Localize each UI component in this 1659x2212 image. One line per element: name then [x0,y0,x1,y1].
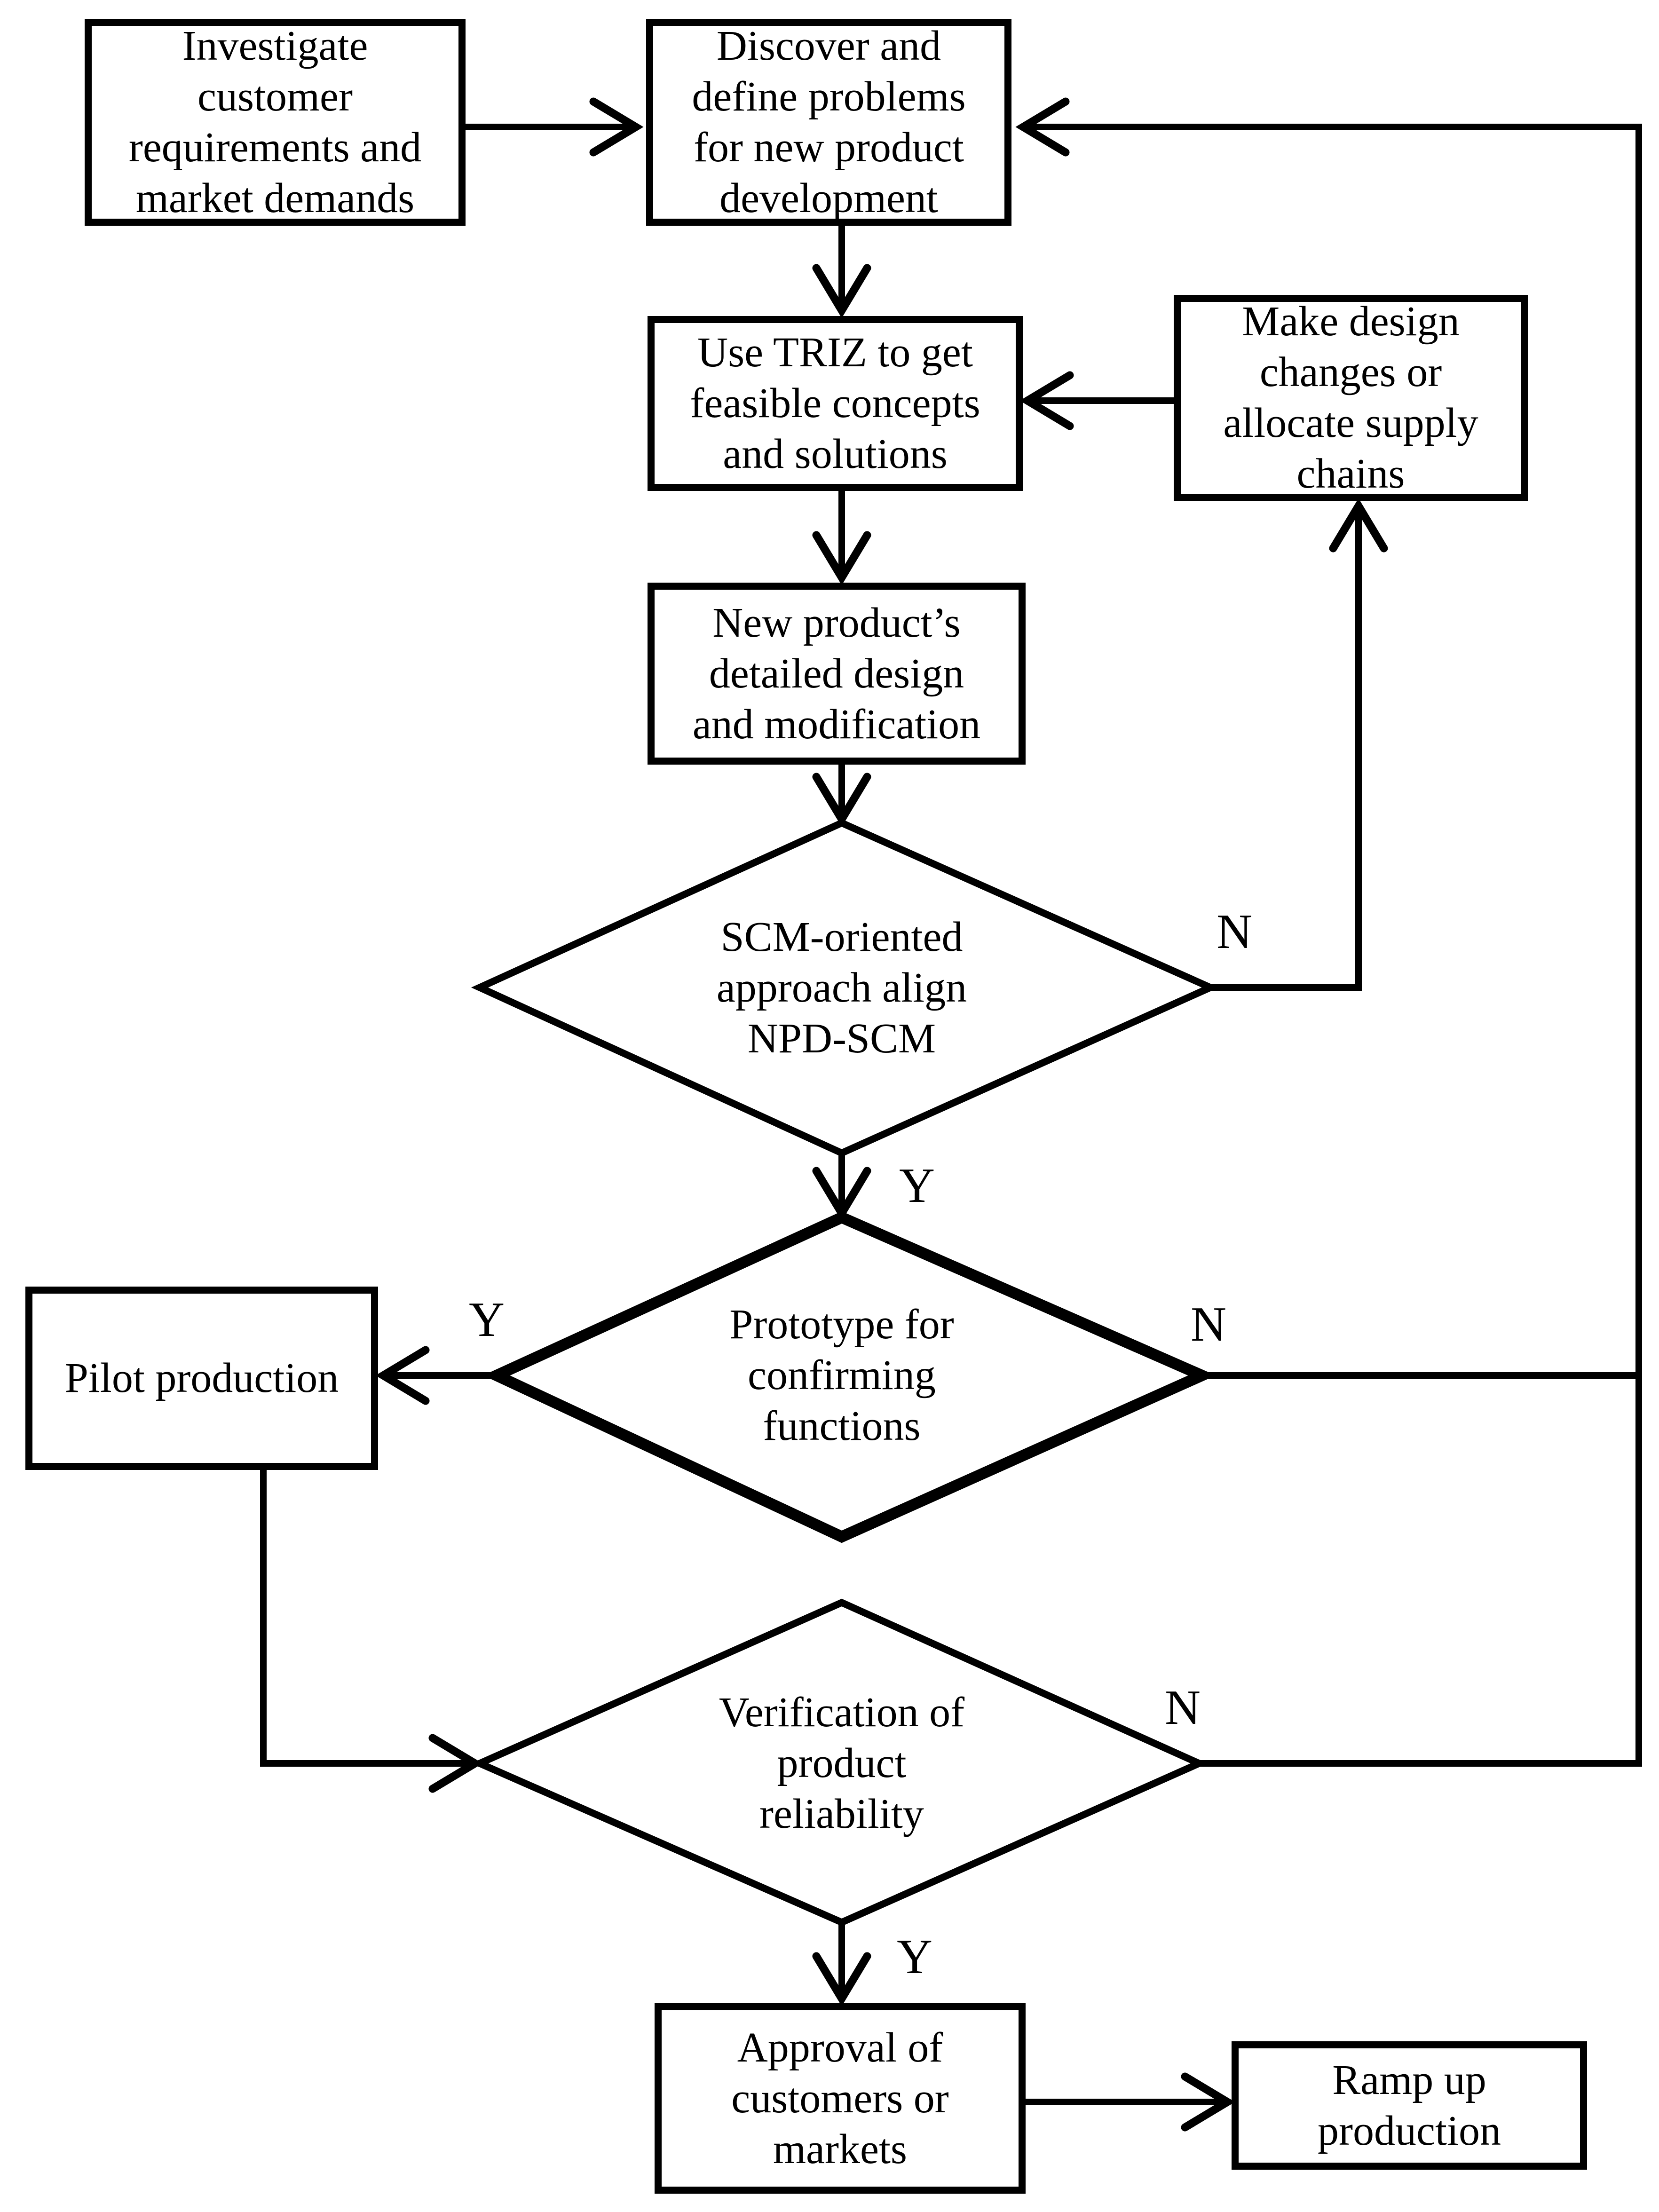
node-discover-define-problems: Discover and define problems for new pro… [646,19,1011,226]
prototype-decision-diamond [483,1211,1216,1543]
node-make-design-changes: Make design changes or allocate supply c… [1174,295,1528,501]
edge-feedback-rail-to-discover [1015,97,1642,1767]
node-make-changes-label: Make design changes or allocate supply c… [1223,298,1478,497]
branch-label-scm-no: N [1217,903,1252,959]
node-ramp-up-production: Ramp up production [1232,2041,1587,2170]
node-pilot-label: Pilot production [64,1355,339,1401]
node-investigate-label: Investigate customer requirements and ma… [128,23,422,221]
node-ramp-up-label: Ramp up production [1318,2056,1501,2154]
node-detailed-design-label: New product’s detailed design and modifi… [692,599,981,748]
scm-decision-diamond [471,819,1219,1157]
branch-label-prototype-yes: Y [469,1291,505,1347]
branch-label-scm-yes: Y [899,1157,935,1213]
branch-label-verification-no: N [1165,1679,1201,1735]
prototype-decision-label-area: Prototype for confirming functions [607,1260,1077,1491]
branch-label-verification-yes: Y [897,1928,932,1984]
prototype-decision-label: Prototype for confirming functions [729,1301,954,1449]
node-approval-label: Approval of customers or markets [731,2024,949,2172]
scm-decision-label: SCM-oriented approach align NPD-SCM [716,914,967,1062]
node-discover-label: Discover and define problems for new pro… [692,23,966,221]
node-triz-label: Use TRIZ to get feasible concepts and so… [690,329,980,477]
verification-decision-label: Verification of product reliability [719,1689,965,1837]
node-pilot-production: Pilot production [25,1287,378,1470]
node-detailed-design: New product’s detailed design and modifi… [648,583,1026,765]
scm-decision-label-area: SCM-oriented approach align NPD-SCM [607,873,1077,1103]
node-approval: Approval of customers or markets [655,2003,1026,2194]
verification-decision-label-area: Verification of product reliability [607,1648,1077,1879]
edge-scm-no-to-makechanges [1210,498,1388,991]
edge-pilot-to-verification [260,1470,483,1793]
verification-decision-diamond [471,1598,1208,1927]
node-investigate-requirements: Investigate customer requirements and ma… [85,19,466,226]
branch-label-prototype-no: N [1191,1296,1226,1351]
node-use-triz: Use TRIZ to get feasible concepts and so… [648,316,1023,491]
